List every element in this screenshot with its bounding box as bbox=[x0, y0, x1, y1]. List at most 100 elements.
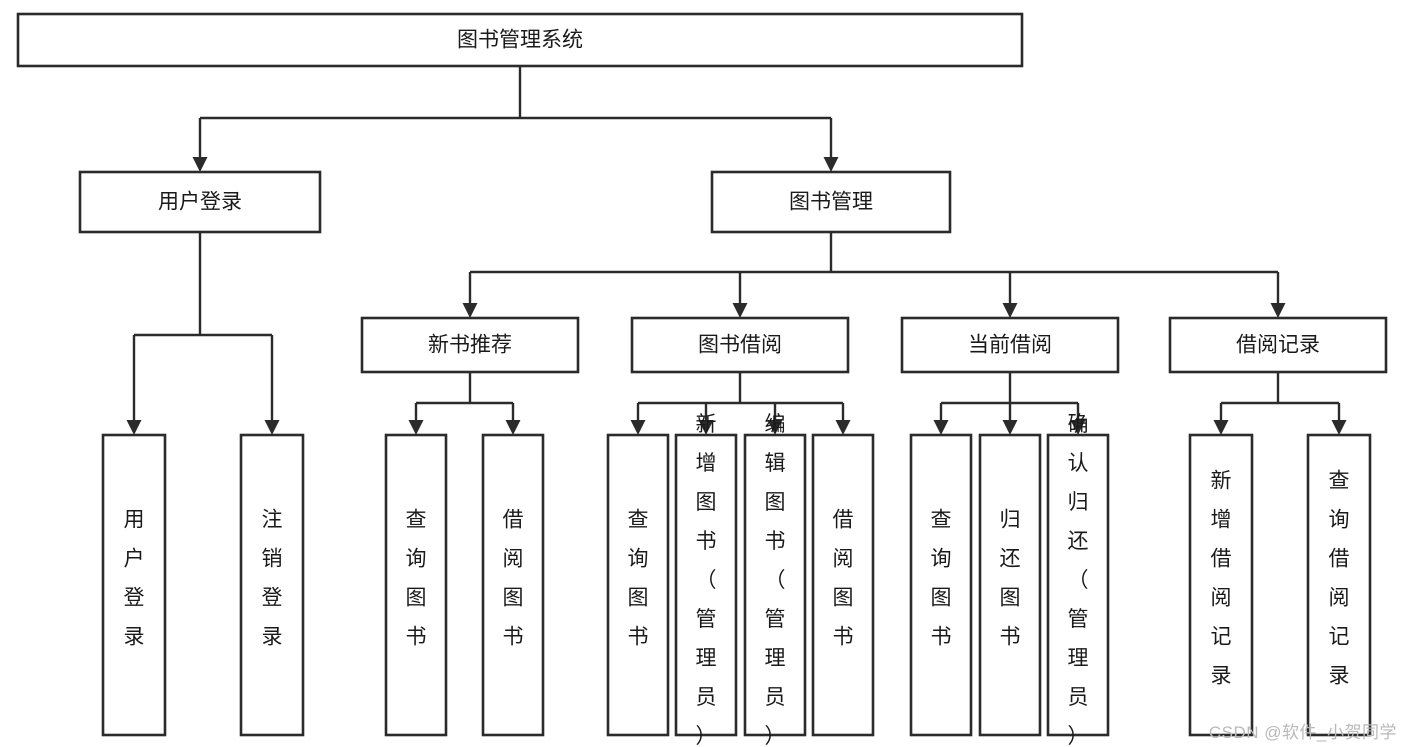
node-label-char: 阅 bbox=[1211, 587, 1232, 610]
node-box bbox=[481, 433, 545, 737]
node-label-char: 借 bbox=[833, 509, 854, 532]
node-book-borrow[interactable]: 图书借阅 bbox=[630, 316, 850, 374]
node-label-char: 书 bbox=[1000, 626, 1021, 649]
node-label-char: 录 bbox=[124, 626, 145, 649]
node-box bbox=[101, 433, 167, 737]
node-label-char: 查 bbox=[1329, 470, 1350, 493]
node-label-char: 录 bbox=[1329, 665, 1350, 688]
node-label-char: 查 bbox=[406, 509, 427, 532]
node-label-char: 图 bbox=[696, 491, 717, 514]
node-label-char: 归 bbox=[1068, 491, 1089, 514]
node-label-char: 还 bbox=[1068, 530, 1089, 553]
node-label-char: 记 bbox=[1329, 626, 1350, 649]
node-label-char: ） bbox=[765, 725, 786, 747]
node-box bbox=[743, 433, 807, 737]
node-root[interactable]: 图书管理系统 bbox=[16, 12, 1024, 68]
node-user-login-leaf[interactable]: 用户登录 bbox=[101, 433, 167, 737]
node-borrow-records[interactable]: 借阅记录 bbox=[1168, 316, 1388, 374]
node-label-char: 书 bbox=[628, 626, 649, 649]
arrow-head bbox=[732, 303, 748, 318]
node-user-login[interactable]: 用户登录 bbox=[78, 170, 322, 234]
arrow-head bbox=[933, 420, 949, 435]
node-label: 用户登录 bbox=[158, 191, 242, 214]
node-label-char: （ bbox=[696, 569, 717, 592]
node-label-char: 管 bbox=[696, 608, 717, 631]
node-label-char: 员 bbox=[1068, 686, 1089, 709]
node-box bbox=[78, 170, 322, 234]
node-box bbox=[900, 316, 1120, 374]
node-label-char: 录 bbox=[1211, 665, 1232, 688]
arrow-head bbox=[1331, 420, 1347, 435]
node-label-char: 阅 bbox=[503, 548, 524, 571]
node-box bbox=[239, 433, 305, 737]
arrow-head bbox=[767, 420, 783, 435]
arrow-head bbox=[1270, 303, 1286, 318]
node-label-char: 还 bbox=[1000, 548, 1021, 571]
node-label-char: ） bbox=[1068, 725, 1089, 747]
node-label-char: 询 bbox=[931, 548, 952, 571]
node-book-manage[interactable]: 图书管理 bbox=[710, 170, 952, 234]
node-box bbox=[1168, 316, 1388, 374]
node-box bbox=[16, 12, 1024, 68]
connectors-layer bbox=[126, 66, 1347, 435]
node-box bbox=[630, 316, 850, 374]
node-label-char: （ bbox=[765, 569, 786, 592]
arrow-head bbox=[1070, 420, 1086, 435]
node-label-char: 登 bbox=[262, 587, 283, 610]
node-label-char: 员 bbox=[765, 686, 786, 709]
node-label-char: 查 bbox=[628, 509, 649, 532]
node-label-char: 户 bbox=[124, 548, 145, 571]
node-label-char: 图 bbox=[406, 587, 427, 610]
arrow-head bbox=[1002, 420, 1018, 435]
node-label-char: 借 bbox=[1211, 548, 1232, 571]
node-label-char: 登 bbox=[124, 587, 145, 610]
node-label-char: 图 bbox=[765, 491, 786, 514]
node-box bbox=[710, 170, 952, 234]
node-box bbox=[978, 433, 1042, 737]
node-new-book-recommend[interactable]: 新书推荐 bbox=[360, 316, 580, 374]
node-label-char: （ bbox=[1068, 569, 1089, 592]
node-box bbox=[674, 433, 738, 737]
arrow-head bbox=[823, 157, 839, 172]
node-label-char: 辑 bbox=[765, 452, 786, 475]
node-label-char: 书 bbox=[406, 626, 427, 649]
arrow-head bbox=[835, 420, 851, 435]
arrow-head bbox=[1002, 303, 1018, 318]
node-label-char: 归 bbox=[1000, 509, 1021, 532]
nodes-layer: 图书管理系统用户登录用户登录注销登录图书管理新书推荐查询图书借阅图书图书借阅查询… bbox=[16, 12, 1388, 747]
node-label-char: 书 bbox=[696, 530, 717, 553]
node-box bbox=[606, 433, 670, 737]
node-label-char: 新 bbox=[1211, 470, 1232, 493]
node-label-char: 增 bbox=[1211, 509, 1232, 532]
arrow-head bbox=[462, 303, 478, 318]
node-label-char: 确 bbox=[1068, 413, 1089, 436]
node-label-char: 询 bbox=[628, 548, 649, 571]
node-label-char: 询 bbox=[1329, 509, 1350, 532]
node-box bbox=[909, 433, 973, 737]
node-current-borrow[interactable]: 当前借阅 bbox=[900, 316, 1120, 374]
node-label-char: 书 bbox=[503, 626, 524, 649]
node-label: 新书推荐 bbox=[428, 334, 512, 357]
node-box bbox=[1306, 433, 1372, 737]
node-box bbox=[811, 433, 875, 737]
node-box bbox=[384, 433, 448, 737]
node-label-char: 借 bbox=[503, 509, 524, 532]
node-label-char: 认 bbox=[1068, 452, 1089, 475]
node-label-char: 记 bbox=[1211, 626, 1232, 649]
node-label: 图书管理系统 bbox=[457, 29, 583, 52]
node-label-char: 用 bbox=[124, 509, 145, 532]
